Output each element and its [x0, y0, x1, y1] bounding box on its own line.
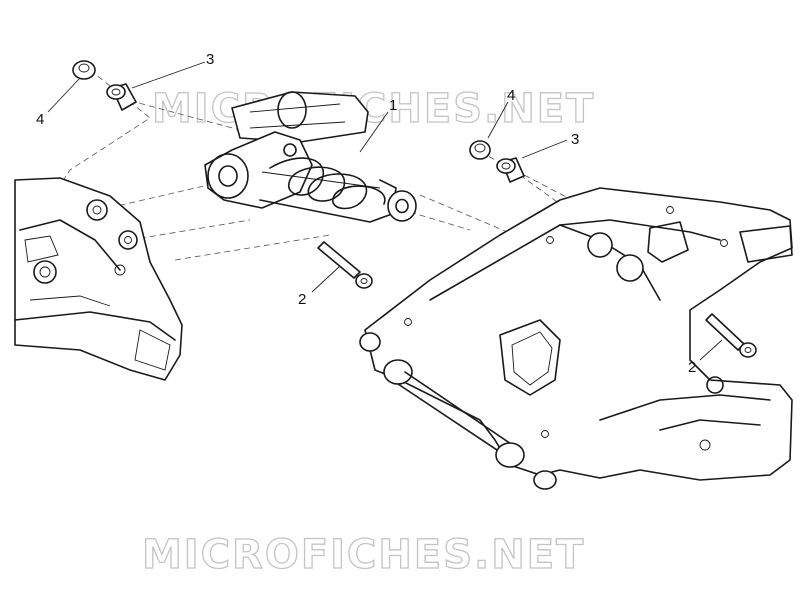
watermark-top: MICROFICHES.NET [152, 86, 595, 132]
callout-3-right: 3 [571, 131, 579, 148]
callout-2-left: 2 [298, 291, 306, 308]
bushing-right [496, 157, 525, 183]
frame-left-section [14, 177, 183, 381]
rear-shock-absorber [204, 91, 417, 223]
callout-4-right: 4 [507, 87, 515, 104]
callout-4-left: 4 [36, 111, 44, 128]
bolt-left [317, 241, 373, 289]
callout-3-left: 3 [206, 51, 214, 68]
callout-1: 1 [389, 97, 397, 114]
callout-2-right: 2 [688, 359, 696, 376]
bushing-left [106, 83, 137, 111]
watermark-bottom: MICROFICHES.NET [142, 532, 585, 578]
swingarm [359, 187, 793, 490]
spacer-left [72, 60, 96, 80]
callout-leaders [47, 61, 723, 361]
bolt-right [705, 313, 757, 358]
spacer-right [469, 140, 491, 160]
